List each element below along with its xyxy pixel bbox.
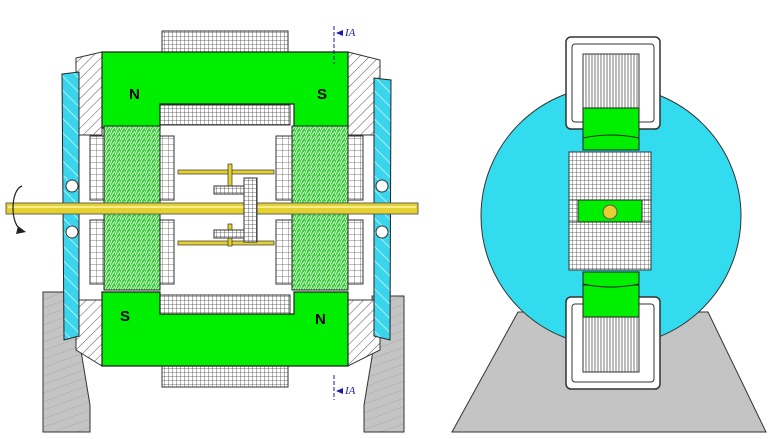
inner-strip-bottom: [159, 294, 291, 316]
top-coil-winding: [582, 53, 640, 113]
coil-end-right-lower: [345, 219, 364, 285]
coil-end-mid-right-upper: [275, 135, 293, 201]
side-pole-bottom: [582, 284, 640, 318]
left-bearing-lower: [65, 225, 79, 239]
commutator-block-lower: [213, 229, 245, 239]
coil-end-right-upper: [345, 135, 364, 201]
rotation-arrowhead-icon: [16, 226, 26, 234]
pole-label-bottom-left: S: [120, 308, 130, 325]
armature-lower: [568, 221, 652, 271]
pole-label-top-right: S: [317, 86, 327, 103]
armature-center-side-left: [568, 199, 579, 223]
section-arrow-bottom-icon: [336, 388, 343, 394]
pole-label-bottom-right: N: [315, 311, 326, 328]
lower-rod: [177, 240, 275, 246]
right-bearing-lower: [375, 225, 389, 239]
armature-upper: [568, 151, 652, 201]
coil-end-mid-right-lower: [275, 219, 293, 285]
section-arrow-top-icon: [336, 30, 343, 36]
side-pole-top-neck: [582, 134, 640, 151]
top-yoke-block: [161, 30, 289, 54]
main-shaft: [5, 202, 419, 215]
front-view: IA IA N S S N: [5, 26, 419, 433]
commutator-disc: [243, 177, 258, 243]
side-pole-bottom-neck: [582, 271, 640, 288]
section-label-bottom: IA: [344, 385, 356, 397]
section-label-top: IA: [344, 27, 356, 39]
inner-strip-top: [159, 104, 291, 126]
side-view: [451, 36, 767, 433]
commutator-block-upper: [213, 185, 245, 195]
left-bearing-upper: [65, 179, 79, 193]
armature-center-side-right: [641, 199, 652, 223]
bottom-yoke-block: [161, 364, 289, 388]
pole-label-top-left: N: [129, 86, 140, 103]
rod-post-upper: [227, 163, 233, 187]
upper-rod: [177, 169, 275, 175]
right-bearing-upper: [375, 179, 389, 193]
housing-top-left: [75, 51, 103, 136]
bottom-coil-winding: [582, 313, 640, 373]
shaft-end: [602, 204, 618, 220]
bottom-magnet: [101, 291, 349, 367]
side-pole-top: [582, 107, 640, 139]
